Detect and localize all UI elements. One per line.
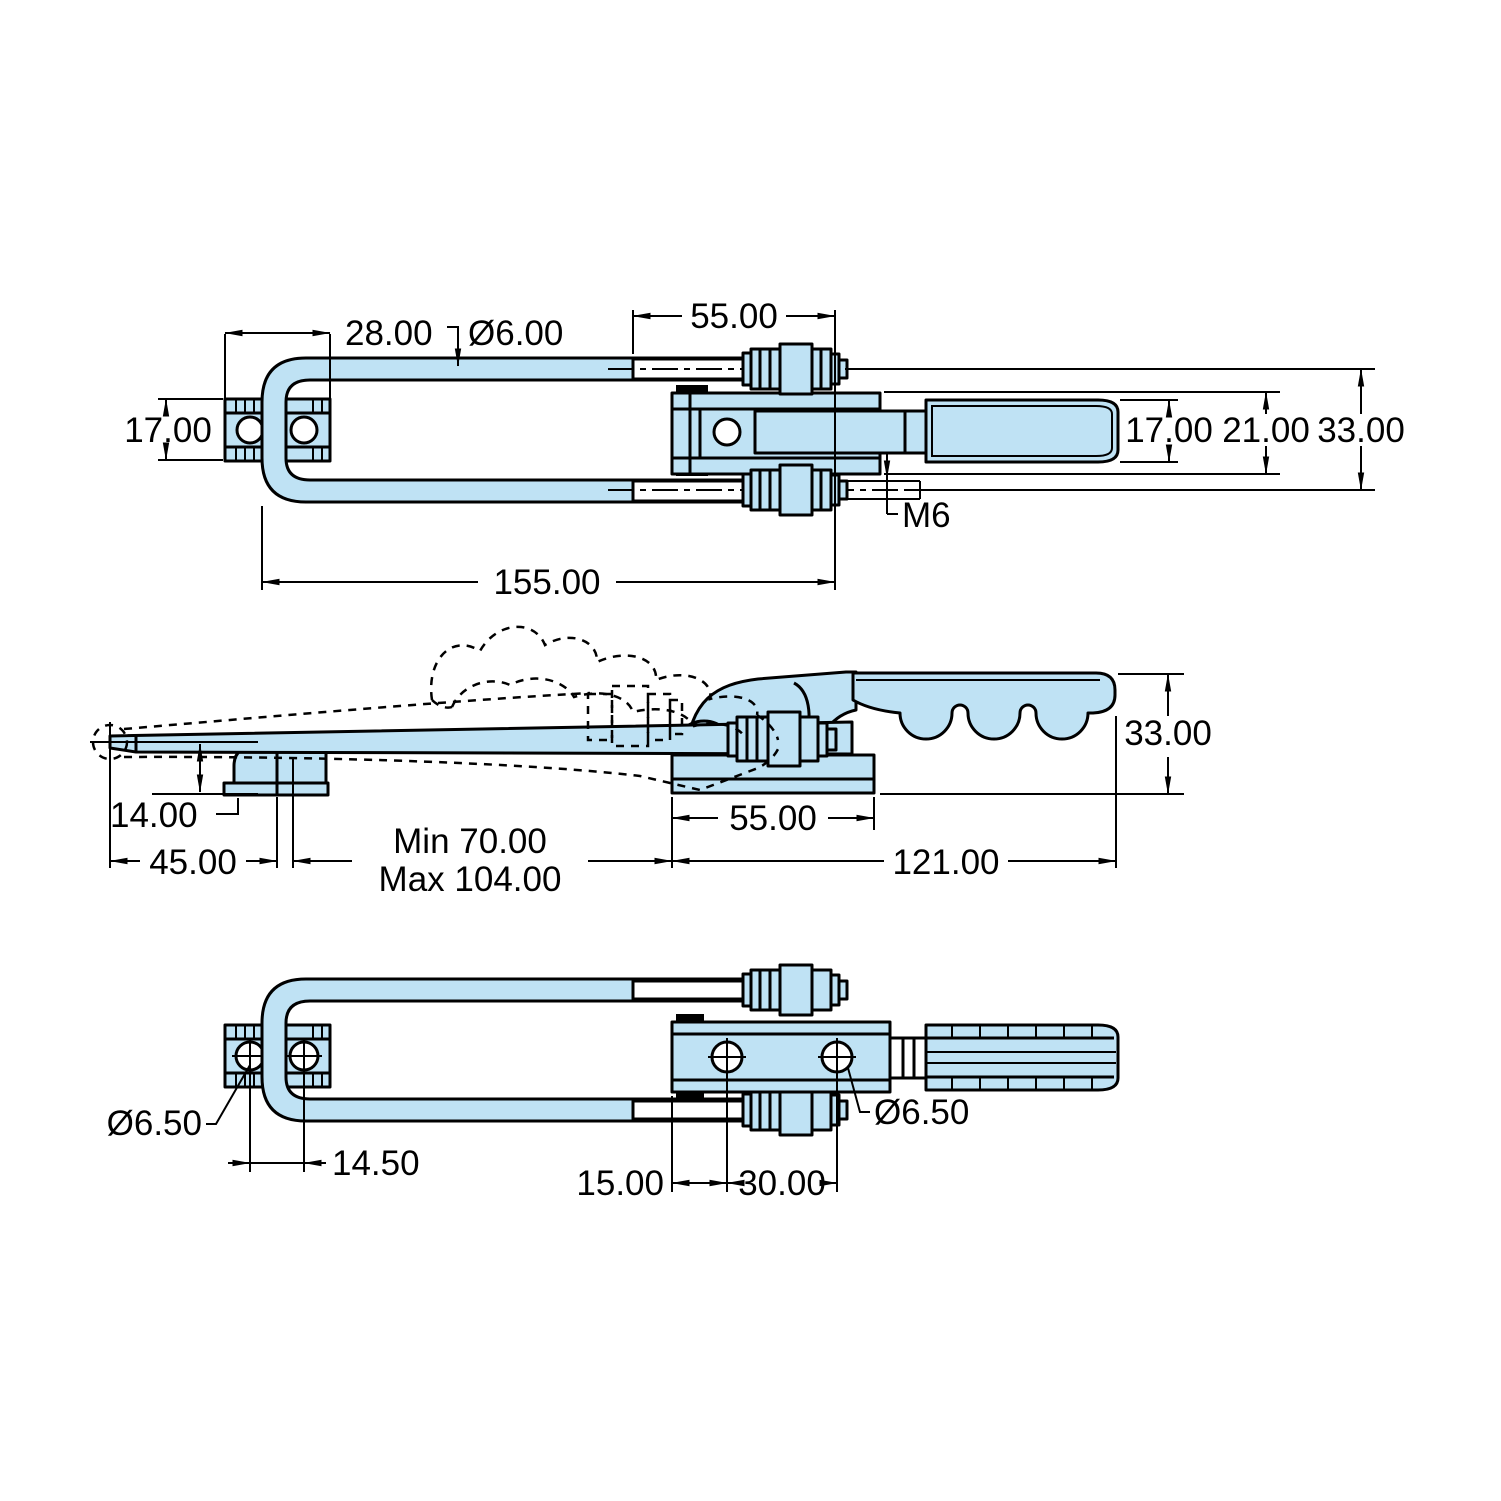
dim-keeper-offset-label: 45.00	[149, 843, 237, 882]
dim-range-max-label: Max 104.00	[379, 860, 562, 899]
dim-body-length-label: 121.00	[892, 843, 999, 882]
dim-keeper-width-label: 28.00	[345, 314, 433, 353]
turnbuckle-bottom-view-bottom	[741, 1083, 849, 1137]
dim-body-height-label: 21.00	[1222, 411, 1310, 450]
dim-base-hole-offset-label: 15.00	[576, 1164, 664, 1203]
dim-base-hole-dia-label: Ø6.50	[874, 1093, 969, 1132]
top-view-dimensions: 28.00 Ø6.00 55.00 17.00 17.00	[124, 297, 1405, 602]
handle-grip	[924, 398, 1120, 464]
dim-keeper-drop-label: 14.00	[110, 796, 198, 835]
top-view: 28.00 Ø6.00 55.00 17.00 17.00	[124, 297, 1405, 602]
dim-thread-size-label: M6	[902, 496, 951, 535]
open-position-ghost	[91, 625, 782, 792]
dim-rod-diameter-label: Ø6.00	[468, 314, 563, 353]
bottom-view: Ø6.50 14.50 15.00 30.00 Ø6.50	[107, 963, 1120, 1203]
dim-base-hole-pitch-label: 30.00	[738, 1164, 826, 1203]
dim-adjust-length-label: 55.00	[690, 297, 778, 336]
bottom-view-dimensions: Ø6.50 14.50 15.00 30.00 Ø6.50	[107, 1064, 969, 1203]
base-plate-bottom	[670, 1014, 892, 1100]
dim-overall-length-label: 155.00	[493, 563, 600, 602]
keeper-side	[222, 745, 330, 797]
turnbuckle-side	[726, 710, 838, 768]
turnbuckle-top	[741, 342, 849, 396]
dim-range-min-label: Min 70.00	[393, 822, 547, 861]
dim-handle-height-label: 17.00	[1125, 411, 1213, 450]
turnbuckle-bottom-view-top	[741, 963, 849, 1017]
dim-side-height-label: 33.00	[1124, 714, 1212, 753]
dim-keeper-height-label: 17.00	[124, 411, 212, 450]
dim-keeper-hole-dia-label: Ø6.50	[107, 1104, 202, 1143]
dim-base-length-label: 55.00	[729, 799, 817, 838]
turnbuckle-bottom	[741, 463, 849, 517]
side-view-dimensions: 33.00 14.00 45.00 Min 70.00 Max 104.00	[109, 673, 1212, 899]
handle-side	[851, 671, 1117, 741]
side-view: 33.00 14.00 45.00 Min 70.00 Max 104.00	[90, 625, 1212, 899]
handle-grip-bottom	[888, 1023, 1120, 1092]
dim-overall-height-label: 33.00	[1317, 411, 1405, 450]
dim-keeper-hole-spacing-label: 14.50	[332, 1144, 420, 1183]
clamp-body	[670, 385, 928, 476]
